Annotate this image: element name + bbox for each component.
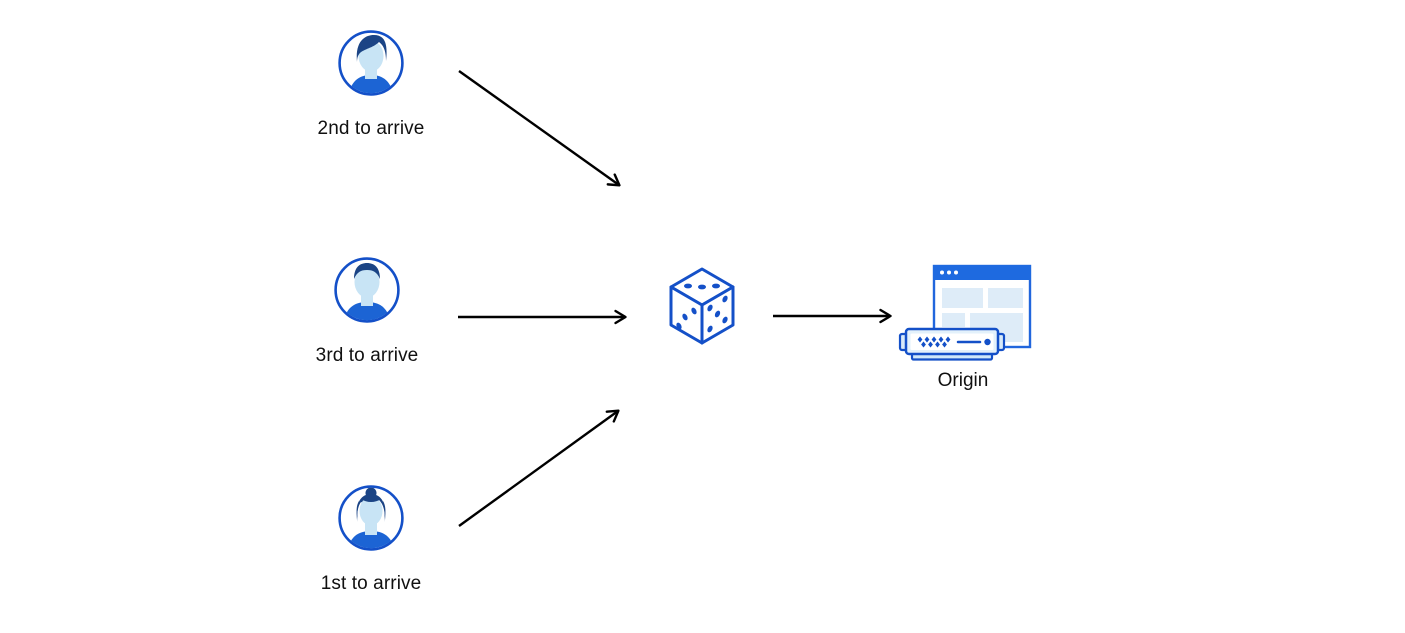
server-status-light xyxy=(984,338,991,346)
node-label-origin: Origin xyxy=(937,370,989,391)
node-origin: Origin xyxy=(888,258,1038,392)
node-label-user-3rd: 3rd to arrive xyxy=(315,345,419,366)
server-icon xyxy=(898,327,1006,361)
arrow-user-2nd-to-dice xyxy=(458,70,621,187)
node-user-2nd: 2nd to arrive xyxy=(287,29,455,140)
node-user-1st: 1st to arrive xyxy=(287,484,455,595)
origin-server-browser-icon xyxy=(898,264,1032,361)
server-vent-dots xyxy=(917,336,951,348)
arrow-user-1st-to-dice xyxy=(458,409,620,527)
node-random-picker xyxy=(666,266,738,346)
dice-icon xyxy=(669,267,735,345)
user-avatar-swept-hair-icon xyxy=(338,30,404,96)
user-avatar-bun-hair-icon xyxy=(338,485,404,551)
node-label-user-1st: 1st to arrive xyxy=(320,573,422,594)
node-user-3rd: 3rd to arrive xyxy=(283,256,451,367)
user-avatar-short-hair-icon xyxy=(334,257,400,323)
node-label-user-2nd: 2nd to arrive xyxy=(317,118,425,139)
